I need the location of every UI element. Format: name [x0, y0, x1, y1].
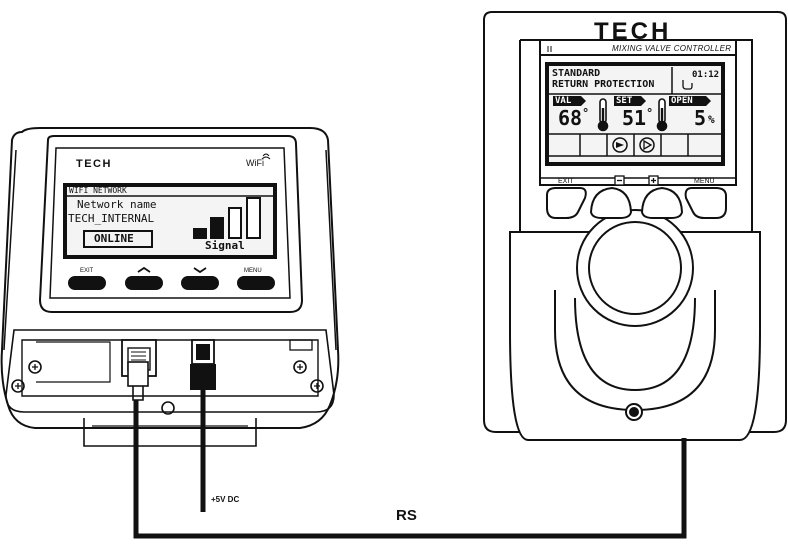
wifi-module — [0, 127, 340, 447]
val-tag — [553, 96, 586, 106]
module-menu-button — [237, 276, 275, 290]
module-wifi-label: WiFi — [246, 158, 264, 168]
pump-icon — [612, 137, 628, 153]
screw-icon — [310, 379, 324, 393]
rs-cable — [133, 400, 687, 539]
module-up-button-hit[interactable] — [126, 277, 162, 289]
screen-header: WIFI NETWORK — [69, 186, 127, 195]
val-unit: ° — [582, 106, 590, 120]
connection-status: ONLINE — [94, 232, 134, 245]
controller-menu-button-hit[interactable] — [686, 188, 726, 218]
controller-time: 01:12 — [692, 70, 720, 80]
open-value: 5 — [694, 106, 707, 130]
controller-minus-button — [589, 186, 633, 219]
screw-icon — [293, 360, 307, 374]
module-exit-button-hit[interactable] — [69, 277, 105, 289]
wifi-icon — [261, 153, 271, 160]
set-value: 51 — [622, 106, 647, 130]
controller-brand-logo: TECH — [594, 18, 672, 45]
controller-exit-button-hit[interactable] — [547, 188, 587, 218]
set-tag — [614, 96, 646, 106]
controller-exit-button — [546, 187, 587, 219]
module-exit-button — [68, 276, 106, 290]
module-up-button — [125, 276, 163, 290]
controller-menu-button — [684, 187, 727, 219]
hand-icon — [682, 80, 693, 90]
mixing-valve-controller — [483, 11, 787, 441]
open-unit: % — [708, 113, 715, 126]
set-unit: ° — [646, 106, 654, 120]
val-label: VAL — [555, 96, 572, 106]
module-menu-button-hit[interactable] — [238, 277, 274, 289]
controller-model-label: MIXING VALVE CONTROLLER — [612, 44, 732, 53]
power-label: +5V DC — [211, 495, 240, 504]
controller-plus-button-hit[interactable] — [642, 188, 682, 218]
module-down-button-hit[interactable] — [182, 277, 218, 289]
module-exit-label: EXIT — [80, 268, 94, 274]
play-icon — [639, 137, 655, 153]
controller-exit-label: EXIT — [558, 178, 574, 185]
screw-icon — [28, 360, 42, 374]
controller-minus-button-hit[interactable] — [591, 188, 631, 218]
thermometer-icon — [656, 98, 668, 132]
val-value: 68 — [558, 106, 583, 130]
network-name-label: Network name — [77, 198, 157, 211]
network-name-value: TECH_INTERNAL — [68, 212, 155, 225]
module-brand-logo: TECH — [76, 158, 112, 170]
mode-line-1: STANDARD — [552, 68, 601, 79]
chevron-up-icon — [137, 266, 151, 273]
screw-icon — [11, 379, 25, 393]
controller-plus-button — [640, 186, 684, 219]
module-down-button — [181, 276, 219, 290]
open-tag — [669, 96, 711, 106]
open-label: OPEN — [671, 96, 693, 106]
controller-menu-label: MENU — [694, 178, 715, 185]
module-menu-label: MENU — [244, 268, 262, 274]
chevron-down-icon — [193, 267, 207, 274]
signal-bars — [193, 197, 261, 239]
signal-label: Signal — [205, 239, 245, 252]
set-label: SET — [616, 96, 633, 106]
thermometer-icon — [597, 98, 609, 132]
rs-connection-label: RS — [396, 507, 417, 524]
mode-line-2: RETURN PROTECTION — [552, 79, 655, 90]
